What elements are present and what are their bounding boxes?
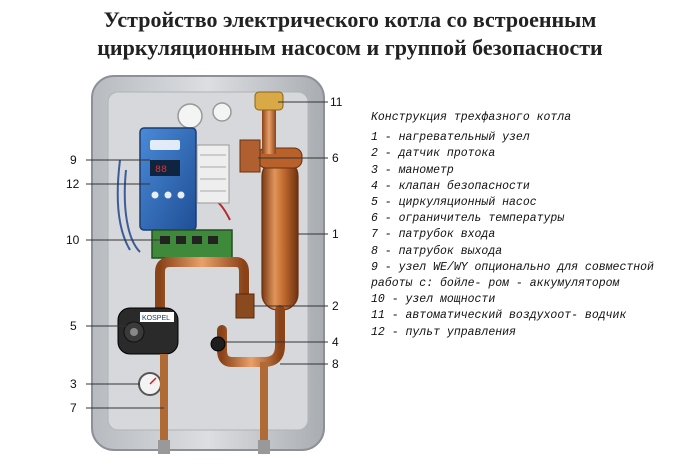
legend-item-7: 7 - патрубок входа [371,228,496,242]
legend-item-2: 2 - датчик протока [371,147,496,161]
control-panel-button-3 [177,191,185,199]
callout-4: 4 [332,335,339,349]
legend-item-8: 8 - патрубок выхода [371,244,503,258]
control-panel-display [150,160,180,176]
pump-brand-text: KOSPEL [142,315,170,322]
legend-item-1: 1 - нагревательный узел [371,131,530,145]
control-panel-display-digits: 88 [155,165,167,176]
callout-2: 2 [332,299,339,313]
callout-1: 1 [332,227,339,241]
legend: Конструкция трехфазного котла 1 - нагрев… [371,110,696,341]
flow-sensor [235,293,255,319]
top-fitting-left [177,103,203,129]
top-fitting-right [212,102,232,122]
title-line-1: Устройство электрического котла со встро… [103,7,597,32]
legend-item-11: 11 - автоматический воздухоот- водчик [371,309,627,323]
air-vent-pipe [262,98,276,154]
control-panel-button-1 [151,191,159,199]
legend-heading: Конструкция трехфазного котла [371,111,572,124]
legend-item-3: 3 - манометр [371,163,454,177]
callout-11: 11 [330,95,343,109]
callout-8: 8 [332,357,339,371]
control-panel-button-2 [164,191,172,199]
wiring-bundle [116,159,141,253]
inlet-pipe [155,257,249,321]
callout-6: 6 [332,151,339,165]
temperature-limiter [239,139,261,173]
callout-5: 5 [70,319,77,333]
air-vent [254,91,284,111]
callout-3: 3 [70,377,77,391]
legend-item-10: 10 - узел мощности [371,293,496,307]
safety-valve [210,336,226,352]
callout-9: 9 [70,153,77,167]
legend-item-12: 12 - пульт управления [371,325,516,339]
outlet-pipe [217,305,285,367]
legend-item-9: 9 - узел WE/WY опционально для совместно… [371,260,654,291]
control-panel-logo [150,140,180,150]
callout-12: 12 [66,177,80,191]
callout-7: 7 [70,401,77,415]
title-line-2: циркуляционным насосом и группой безопас… [97,35,603,60]
terminal-block [196,144,230,204]
heating-element-body [261,159,299,311]
legend-item-5: 5 - циркуляционный насос [371,196,537,210]
diagram-title: Устройство электрического котла со встро… [0,6,700,62]
callout-10: 10 [66,233,80,247]
pump-label [140,312,174,322]
legend-item-6: 6 - ограничитель температуры [371,212,565,226]
legend-item-4: 4 - клапан безопасности [371,179,530,193]
legend-list: 1 - нагревательный узел 2 - датчик прото… [371,130,696,341]
